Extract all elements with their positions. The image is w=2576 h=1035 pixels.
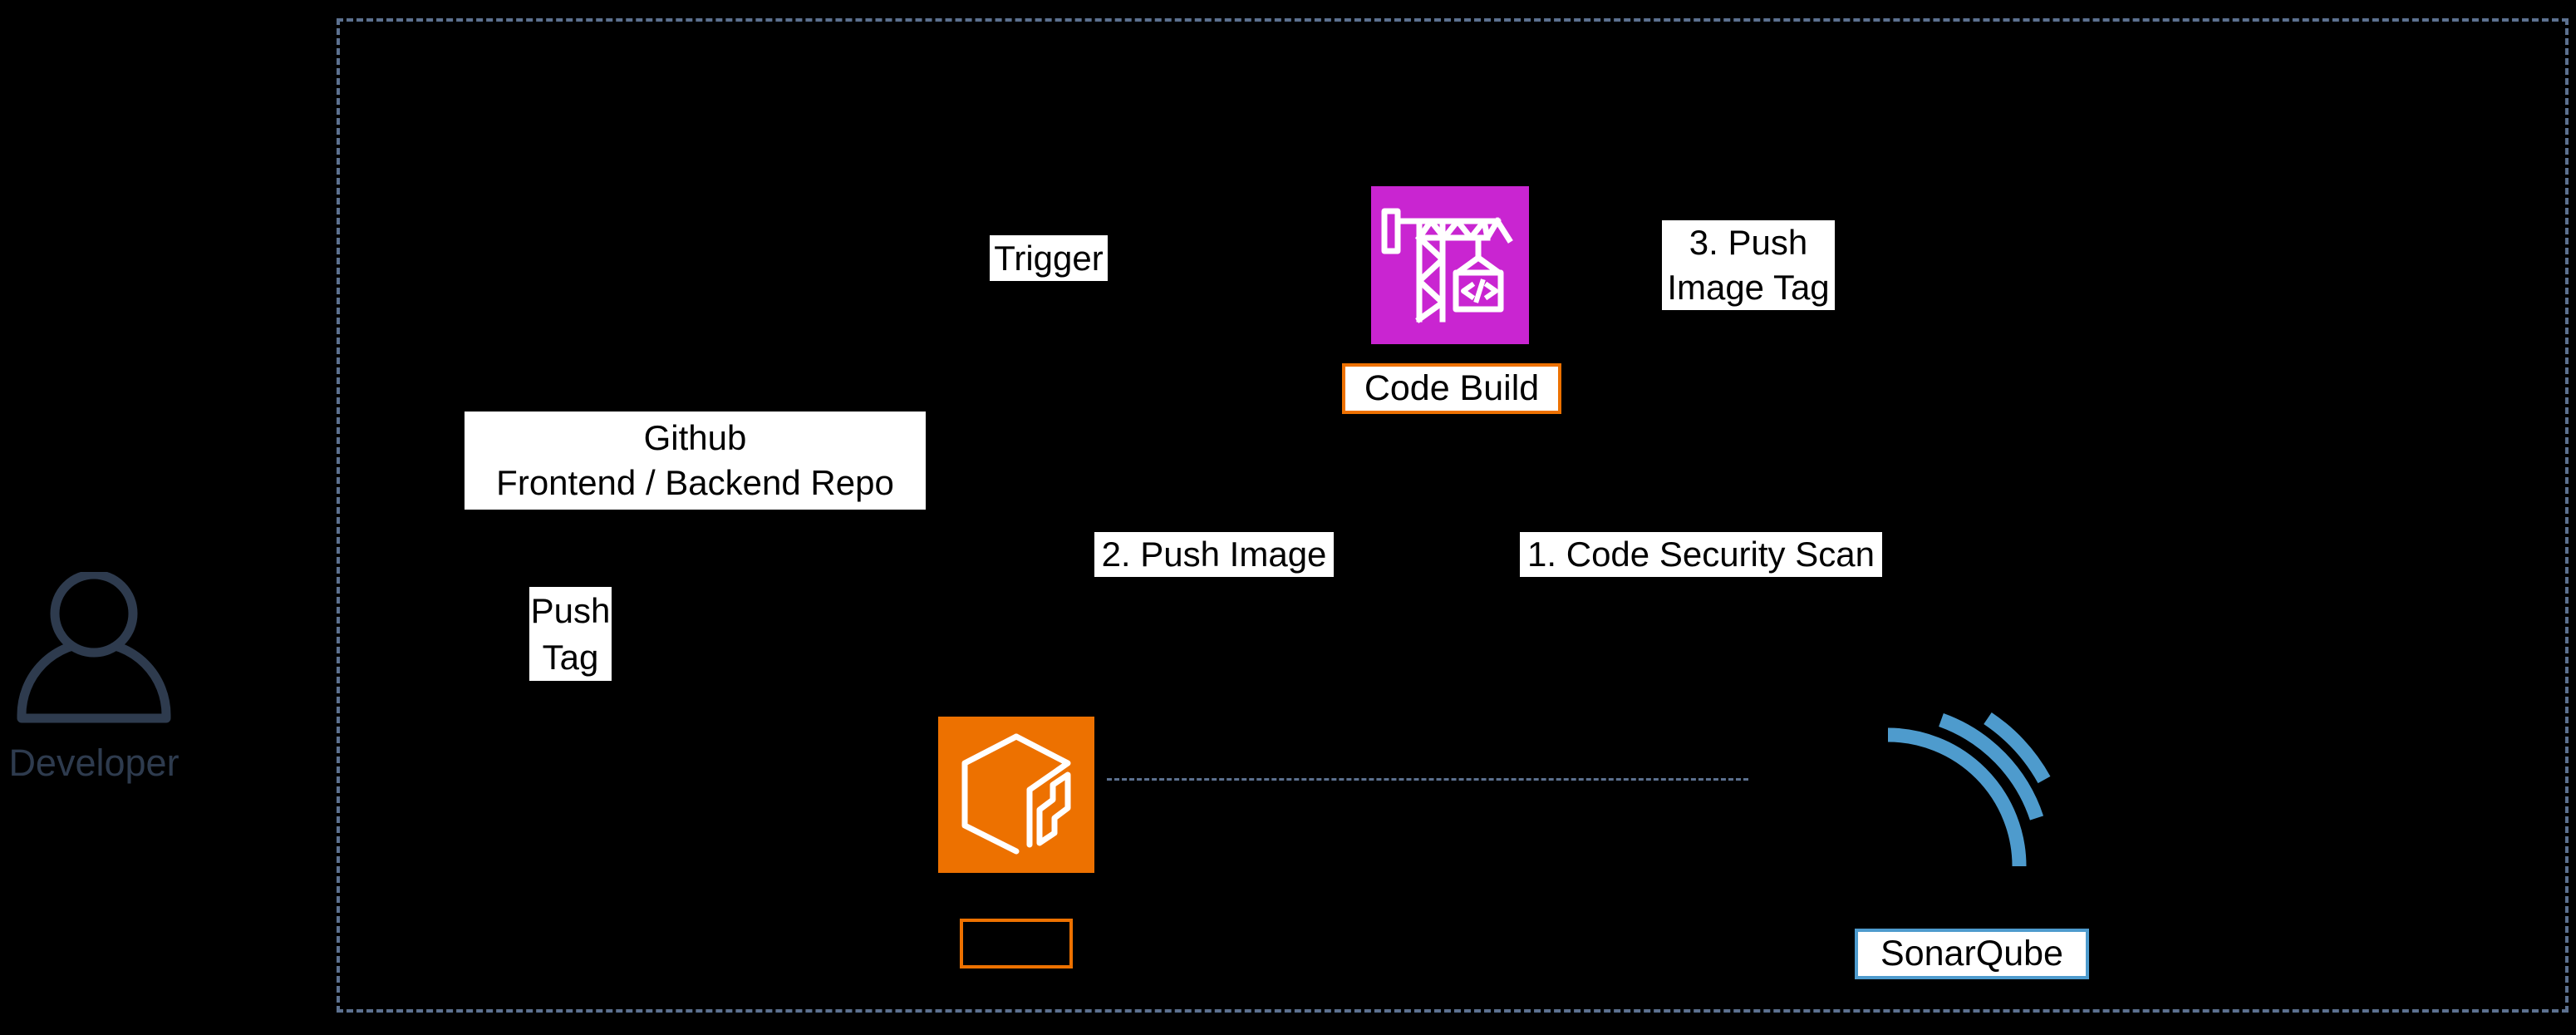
ecr-label-box: [960, 919, 1073, 968]
github-repo-line1: Github: [643, 418, 747, 457]
pipeline-boundary: [337, 18, 2569, 1013]
codebuild-label: Code Build: [1342, 363, 1561, 414]
github-repo-line2: Frontend / Backend Repo: [496, 463, 894, 502]
push-image-tag-label: 3. Push Image Tag: [1662, 220, 1835, 310]
sonarqube-waves-icon: [1864, 705, 2063, 880]
push-tag-line1: Push: [530, 590, 611, 630]
codebuild-crane-icon: [1371, 186, 1529, 344]
push-image-tag-line2: Image Tag: [1667, 268, 1830, 307]
push-tag-line2: Tag: [542, 637, 599, 677]
push-tag-label: Push Tag: [529, 587, 612, 681]
code-security-scan-label: 1. Code Security Scan: [1520, 532, 1882, 577]
github-repo-label: Github Frontend / Backend Repo: [465, 412, 926, 510]
developer-label: Developer: [8, 742, 179, 784]
scan-connector-line: [1107, 778, 1748, 781]
trigger-label: Trigger: [990, 235, 1108, 281]
user-icon: [12, 572, 176, 727]
push-image-tag-line1: 3. Push: [1689, 223, 1808, 262]
sonarqube-label: SonarQube: [1855, 929, 2089, 979]
push-image-label: 2. Push Image: [1094, 532, 1334, 577]
ecr-cube-icon: [938, 717, 1094, 873]
